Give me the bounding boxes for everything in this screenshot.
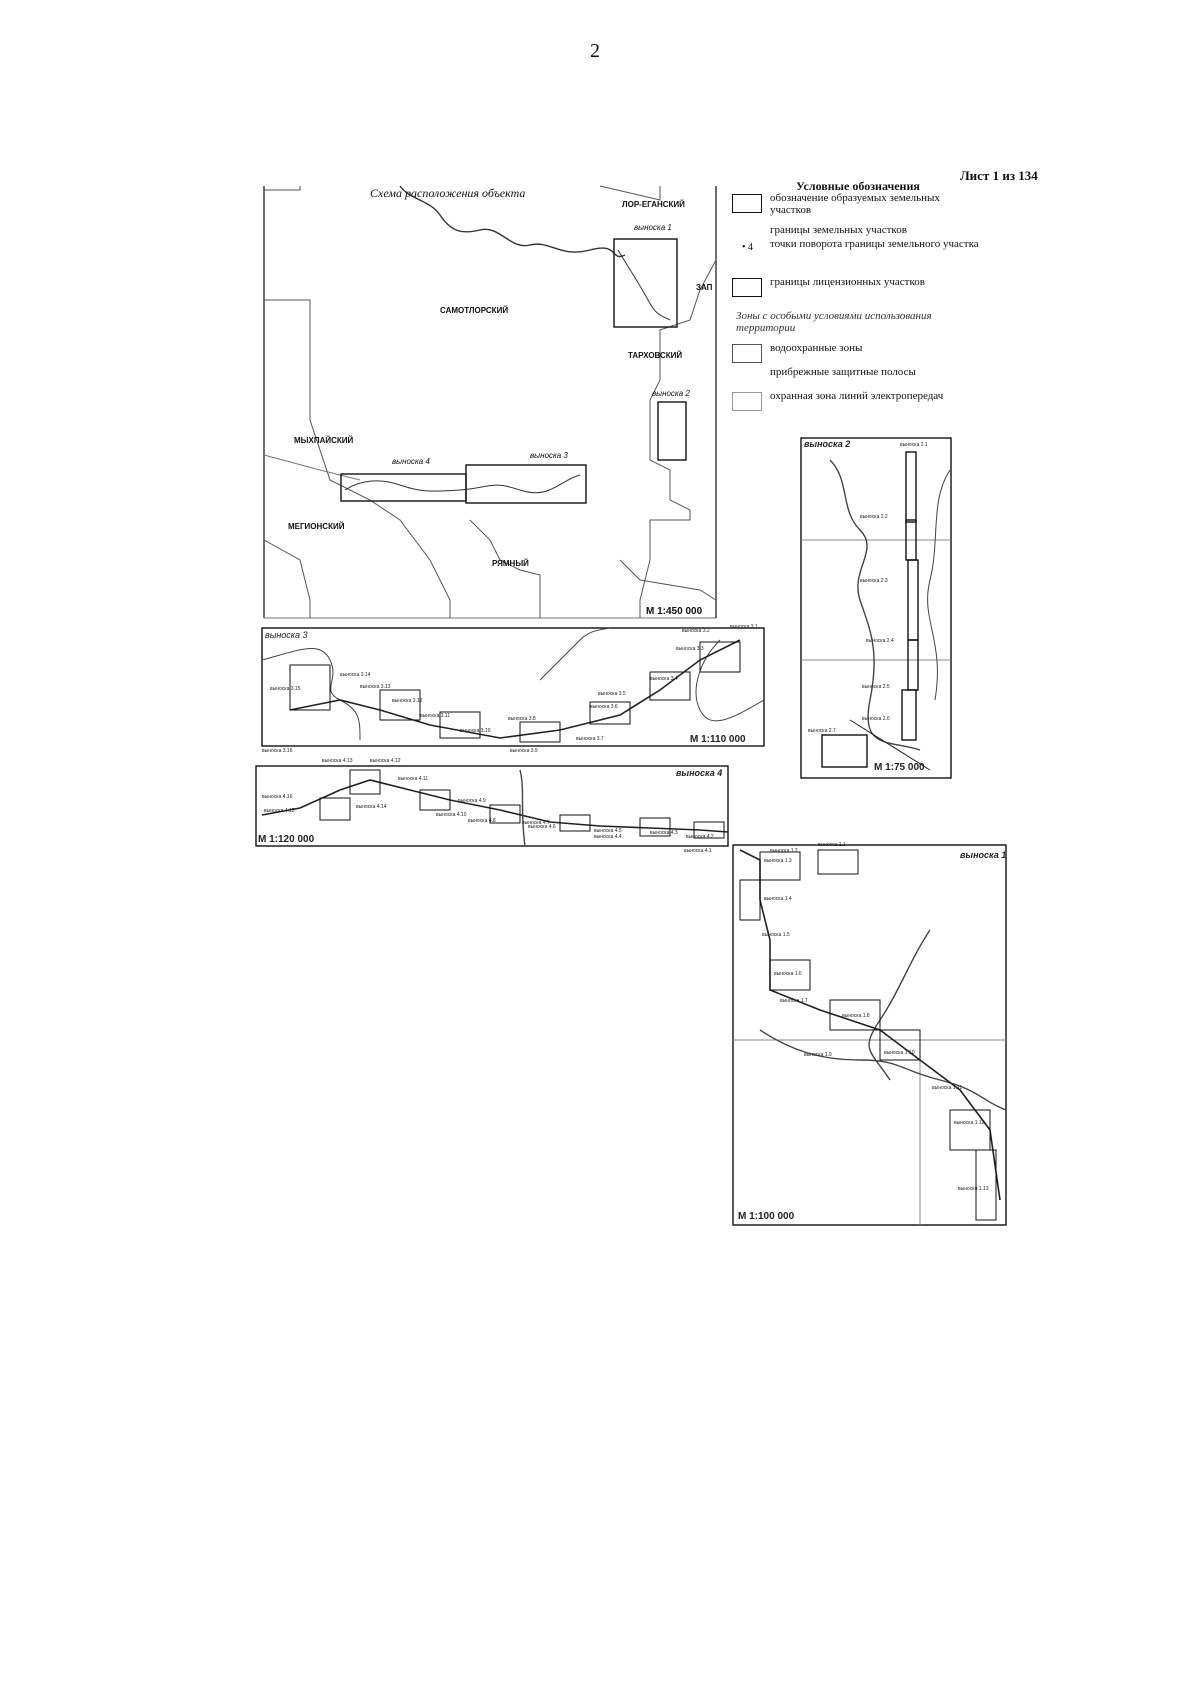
inset-label: выноска 3.7	[576, 736, 604, 742]
sheet-label: Лист 1 из 134	[960, 168, 1038, 183]
scale-label: М 1:100 000	[738, 1211, 795, 1222]
callout-label: выноска 4	[392, 457, 430, 466]
inset-label: выноска 4.7	[522, 820, 550, 826]
inset-label: выноска 2.6	[862, 716, 890, 722]
inset-label: выноска 4.2	[686, 834, 714, 840]
inset-label: выноска 4.13	[322, 758, 353, 764]
inset-label: выноска 3.4	[650, 676, 678, 682]
inset-label: выноска 4.9	[458, 798, 486, 804]
inset-label: выноска 1.11	[932, 1085, 962, 1091]
region-label: САМОТЛОРСКИЙ	[440, 306, 508, 315]
callout-label: выноска 2	[652, 389, 690, 398]
inset-label: выноска 1.9	[804, 1052, 832, 1058]
inset-3-map	[261, 627, 765, 747]
inset-label: выноска 4.5	[594, 828, 622, 834]
inset-label: выноска 4.1	[684, 848, 712, 854]
legend-title: Условные обозначения	[796, 179, 920, 193]
inset-label: выноска 4.8	[468, 818, 496, 824]
inset-label: выноска 1.4	[764, 896, 792, 902]
inset-label: выноска 3.2	[682, 628, 710, 634]
inset-1-map	[732, 844, 1007, 1226]
inset-label: выноска 3.1	[730, 624, 758, 630]
inset-label: выноска 3.3	[676, 646, 704, 652]
region-label: МЕГИОНСКИЙ	[288, 522, 345, 531]
region-label: РЯМНЫЙ	[492, 559, 529, 568]
inset-label: выноска 2.3	[860, 578, 888, 584]
scale-label: М 1:110 000	[690, 734, 746, 745]
inset-label: выноска 4.6	[528, 824, 556, 830]
region-label: ЛОР-ЕГАНСКИЙ	[622, 200, 685, 209]
inset-label: выноска 3.10	[460, 728, 491, 734]
inset-title: выноска 3	[265, 630, 308, 640]
inset-4-map	[255, 765, 729, 847]
legend-item: границы земельных участков	[770, 224, 907, 236]
inset-label: выноска 1.7	[780, 998, 808, 1004]
overview-map	[263, 185, 717, 619]
inset-title: выноска 2	[804, 439, 850, 449]
legend-swatch	[732, 344, 762, 363]
inset-2-map	[800, 437, 952, 779]
inset-label: выноска 2.2	[860, 514, 888, 520]
region-label: ТАРХОВСКИЙ	[628, 351, 682, 360]
inset-label: выноска 3.16	[262, 748, 293, 754]
inset-label: выноска 2.4	[866, 638, 894, 644]
inset-label: выноска 2.7	[808, 728, 836, 734]
legend: Условные обозначения обозначение образуе…	[730, 180, 980, 414]
page-number: 2	[590, 40, 600, 62]
inset-label: выноска 4.14	[356, 804, 387, 810]
callout-label: выноска 3	[530, 451, 568, 460]
inset-label: выноска 1.2	[770, 848, 798, 854]
region-label: ЗАП	[696, 283, 713, 292]
inset-label: выноска 4.15	[264, 808, 295, 814]
inset-label: выноска 3.9	[510, 748, 538, 754]
legend-item: границы лицензионных участков	[730, 276, 980, 300]
inset-label: выноска 2.5	[862, 684, 890, 690]
inset-title: выноска 4	[676, 768, 722, 778]
inset-label: выноска 4.16	[262, 794, 293, 800]
region-label: МЫХПАЙСКИЙ	[294, 436, 354, 445]
legend-swatch	[732, 278, 762, 297]
inset-label: выноска 4.4	[594, 834, 622, 840]
point-marker-icon: • 4	[742, 242, 754, 253]
overview-title: Схема расположения объекта	[370, 186, 525, 200]
inset-label: выноска 1.8	[842, 1013, 870, 1019]
legend-item: • 4 точки поворота границы земельного уч…	[742, 238, 979, 253]
inset-label: выноска 1.5	[762, 932, 790, 938]
inset-label: выноска 4.10	[436, 812, 467, 818]
legend-item: охранная зона линий электропередач	[730, 390, 980, 414]
inset-label: выноска 1.1	[818, 842, 846, 848]
inset-label: выноска 3.5	[598, 691, 626, 697]
inset-label: выноска 1.13	[958, 1186, 989, 1192]
inset-title: выноска 1	[960, 850, 1006, 860]
callout-label: выноска 1	[634, 223, 672, 232]
inset-label: выноска 2.1	[900, 442, 928, 448]
legend-swatch	[732, 392, 762, 411]
inset-label: выноска 3.13	[360, 684, 391, 690]
zones-heading: Зоны с особыми условиями использования т…	[736, 310, 932, 334]
inset-label: выноска 1.6	[774, 971, 802, 977]
inset-label: выноска 3.12	[392, 698, 423, 704]
inset-label: выноска 3.8	[508, 716, 536, 722]
legend-item: водоохранные зоны	[730, 342, 980, 366]
legend-item: прибрежные защитные полосы	[770, 366, 916, 378]
inset-label: выноска 3.14	[340, 672, 371, 678]
inset-label: выноска 1.12	[954, 1120, 985, 1126]
scale-label: М 1:75 000	[874, 762, 925, 773]
inset-label: выноска 4.12	[370, 758, 401, 764]
inset-label: выноска 3.15	[270, 686, 301, 692]
scale-label: М 1:450 000	[646, 606, 703, 617]
inset-label: выноска 4.3	[650, 830, 678, 836]
inset-label: выноска 1.3	[764, 858, 792, 864]
inset-label: выноска 4.11	[398, 776, 428, 782]
legend-item: обозначение образуемых земельных участко…	[730, 192, 980, 216]
inset-label: выноска 1.10	[884, 1050, 915, 1056]
legend-swatch	[732, 194, 762, 213]
inset-label: выноска 3.11	[420, 713, 450, 719]
scale-label: М 1:120 000	[258, 834, 315, 845]
inset-label: выноска 3.6	[590, 704, 618, 710]
